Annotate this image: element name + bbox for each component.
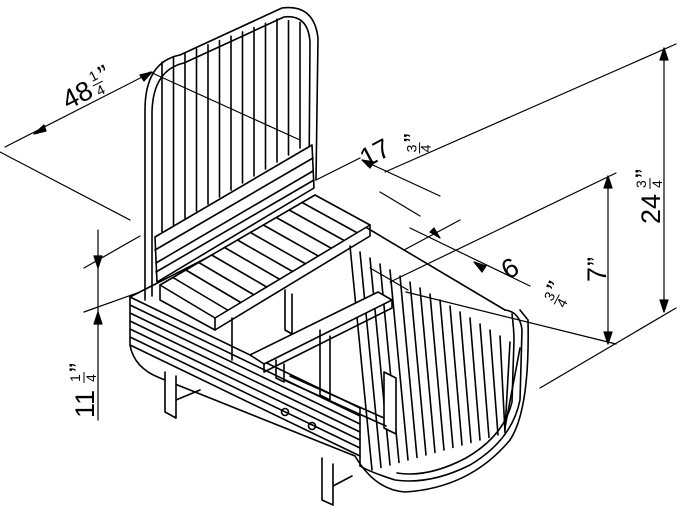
slat-line — [288, 209, 345, 242]
dim-width-line — [4, 71, 153, 148]
front-planks — [129, 304, 361, 457]
seat — [159, 194, 371, 361]
floor-slats — [349, 245, 521, 471]
slat-line — [489, 329, 499, 436]
slat-line — [504, 341, 511, 431]
svg-text:4: 4 — [83, 374, 99, 382]
slat-line — [479, 323, 490, 439]
svg-text:17: 17 — [355, 133, 396, 174]
svg-text:4: 4 — [649, 180, 665, 188]
slat-line — [439, 299, 454, 449]
slat-line — [185, 269, 242, 304]
slat-line — [129, 320, 361, 433]
svg-text:”: ” — [64, 363, 94, 372]
slat-line — [459, 311, 472, 444]
slat-line — [129, 328, 361, 441]
slat-line — [399, 275, 418, 459]
slat-line — [449, 305, 463, 446]
svg-text:”: ” — [582, 257, 612, 266]
bolt-hole — [280, 407, 290, 417]
dim-leg-height-label: 11 1 4 ” — [64, 363, 100, 418]
legs — [164, 371, 353, 506]
slat-line — [359, 251, 382, 469]
slat-line — [469, 317, 481, 441]
dim-seat-height-label: 7 ” — [582, 257, 612, 282]
bolt-hole — [307, 421, 317, 431]
slat-line — [301, 201, 358, 234]
slat-line — [409, 281, 427, 456]
slat-line — [349, 245, 373, 471]
seat-slats — [172, 201, 358, 312]
inner-step — [249, 291, 397, 435]
svg-text:3: 3 — [404, 144, 420, 152]
backrest — [144, 6, 319, 301]
slat-line — [129, 312, 361, 425]
svg-text:3: 3 — [633, 180, 649, 188]
dim-total-height-label: 24 3 4 ” — [630, 169, 666, 224]
dim-seat-width-label: 6 3 4 ” — [496, 252, 572, 310]
slat-line — [369, 257, 391, 466]
svg-text:”: ” — [630, 169, 660, 178]
svg-text:4: 4 — [418, 144, 434, 152]
slat-line — [129, 336, 361, 449]
svg-text:24: 24 — [636, 194, 666, 224]
slat-line — [389, 269, 409, 461]
svg-text:11: 11 — [70, 390, 100, 418]
slat-line — [275, 216, 333, 250]
slat-line — [129, 344, 361, 457]
slat-line — [172, 276, 229, 312]
slat-line — [197, 261, 255, 296]
backrest-slats — [161, 18, 301, 233]
slat-line — [429, 293, 445, 451]
slat-line — [236, 239, 294, 273]
backrest-rail — [154, 144, 315, 283]
slat-line — [504, 347, 521, 429]
slat-line — [499, 335, 506, 434]
dim-width-label: 48 1 4 ” — [57, 59, 115, 115]
slat-line — [262, 224, 320, 257]
slat-line — [223, 246, 281, 281]
slat-line — [210, 254, 268, 288]
slat-line — [249, 231, 307, 265]
svg-text:”: ” — [399, 133, 429, 142]
svg-text:6: 6 — [496, 252, 524, 285]
dimension-lines — [0, 43, 677, 421]
svg-text:1: 1 — [67, 374, 83, 382]
slat-line — [419, 287, 436, 454]
svg-text:7: 7 — [582, 267, 612, 282]
box-hull — [129, 199, 529, 493]
dim-depth-label: 17 3 4 ” — [355, 133, 434, 174]
